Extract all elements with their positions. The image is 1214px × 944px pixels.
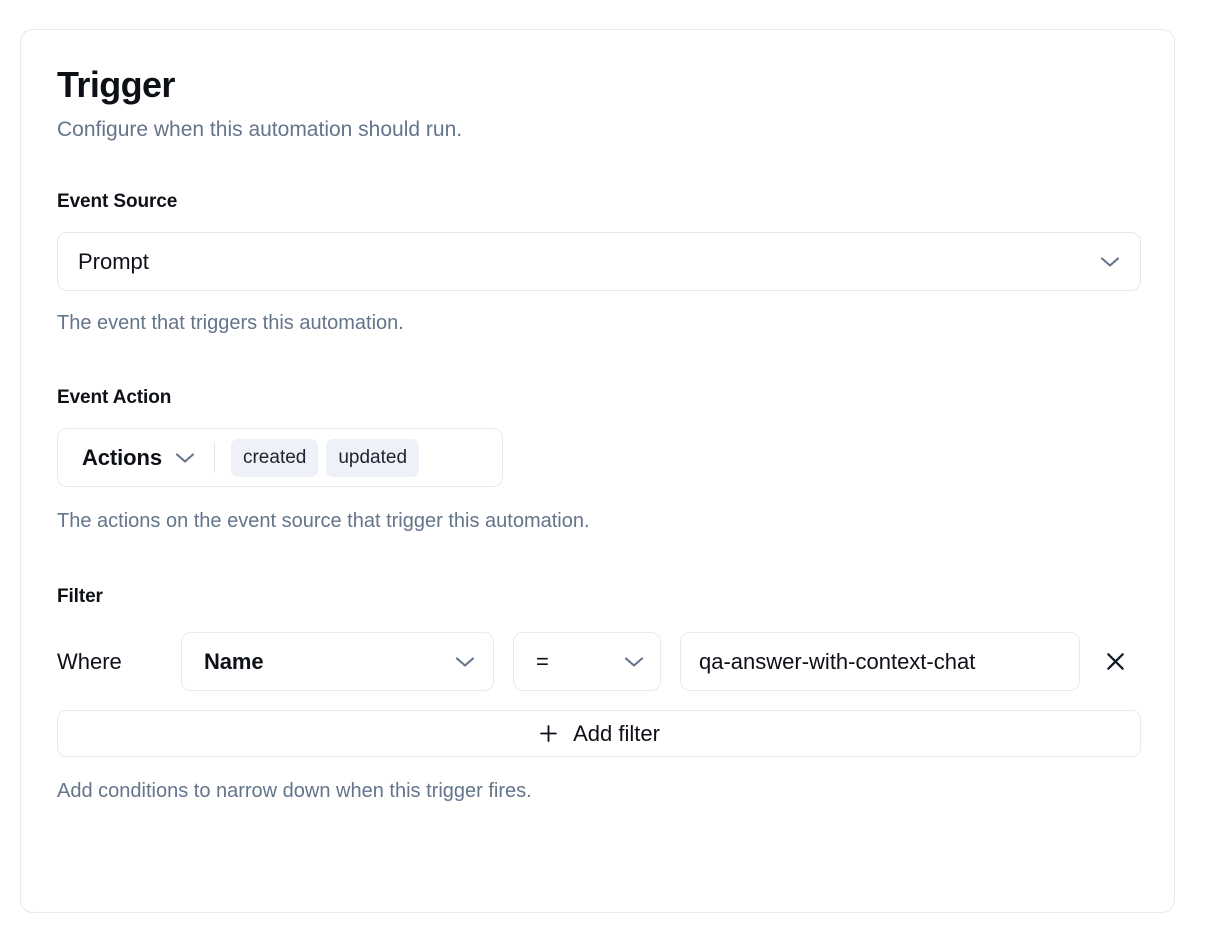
event-action-help-text: The actions on the event source that tri… xyxy=(57,510,590,532)
event-action-group: Event Action Actions created updated T xyxy=(57,385,1138,535)
filter-label: Filter xyxy=(57,586,103,607)
plus-icon xyxy=(538,723,559,744)
filter-value-field[interactable] xyxy=(680,632,1080,691)
event-action-label: Event Action xyxy=(57,387,172,408)
filter-remove-button[interactable] xyxy=(1096,643,1134,681)
filter-operator-value: = xyxy=(536,648,549,674)
chevron-down-icon xyxy=(624,656,644,668)
page-title: Trigger xyxy=(57,64,175,105)
multiselect-divider xyxy=(213,442,215,473)
event-source-label: Event Source xyxy=(57,191,178,212)
event-action-chip[interactable]: created xyxy=(230,438,319,477)
close-icon xyxy=(1104,650,1127,673)
filter-row: Where Name = xyxy=(57,630,1138,693)
event-action-chip[interactable]: updated xyxy=(326,438,420,477)
trigger-card: Trigger Configure when this automation s… xyxy=(20,29,1175,913)
filter-operator-select[interactable]: = xyxy=(513,632,661,691)
event-action-dropdown-label: Actions xyxy=(82,444,162,470)
chevron-down-icon xyxy=(1100,256,1120,268)
chevron-down-icon xyxy=(175,452,195,464)
event-action-chip-list: created updated xyxy=(230,438,420,477)
event-source-select[interactable]: Prompt xyxy=(57,232,1141,291)
filter-value-input[interactable] xyxy=(699,647,1061,676)
page-subtitle: Configure when this automation should ru… xyxy=(57,118,463,141)
filter-group: Filter Where Name = xyxy=(57,584,1141,805)
chevron-down-icon xyxy=(455,656,475,668)
event-action-multiselect[interactable]: Actions created updated xyxy=(57,428,503,487)
event-action-dropdown-trigger[interactable]: Actions xyxy=(82,444,195,472)
event-source-selected-value: Prompt xyxy=(78,248,149,274)
filter-field-value: Name xyxy=(204,648,264,674)
filter-field-select[interactable]: Name xyxy=(181,632,494,691)
event-source-chevron[interactable] xyxy=(1100,256,1120,268)
filter-help-text: Add conditions to narrow down when this … xyxy=(57,780,532,802)
add-filter-label: Add filter xyxy=(573,720,660,746)
event-source-help-text: The event that triggers this automation. xyxy=(57,312,404,334)
event-source-group: Event Source Prompt The event that trigg… xyxy=(57,189,1141,337)
filter-where-label: Where xyxy=(57,648,122,674)
add-filter-button[interactable]: Add filter xyxy=(57,710,1141,757)
